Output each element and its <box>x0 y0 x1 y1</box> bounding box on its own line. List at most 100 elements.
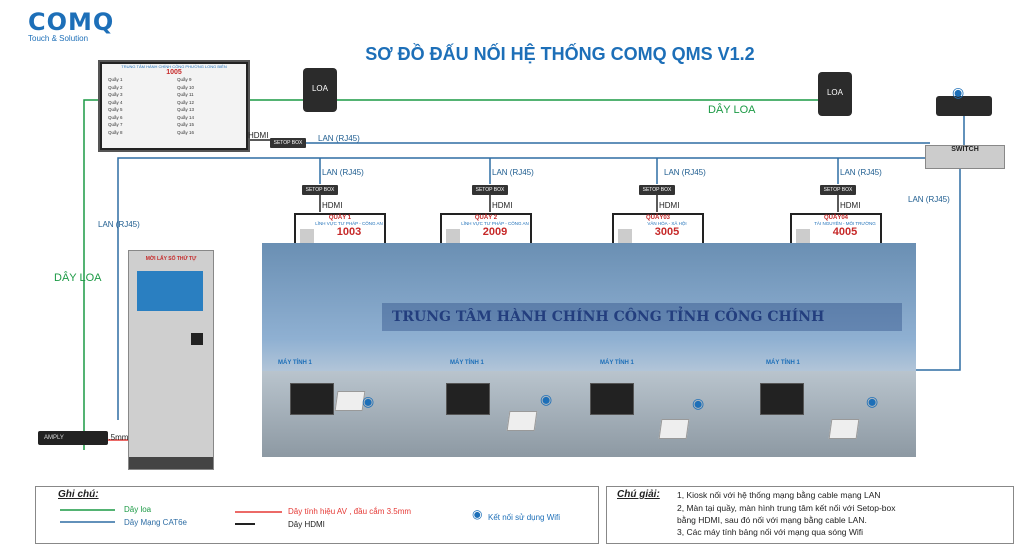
hdmi-label: HDMI <box>659 201 680 210</box>
office-photo: TRUNG TÂM HÀNH CHÍNH CÔNG TỈNH CÔNG CHÍN… <box>262 243 916 457</box>
legend-av-signal: Dây tính hiệu AV , đầu cắm 3.5mm <box>288 507 412 516</box>
lan-label: LAN (RJ45) <box>492 168 534 177</box>
setop-box-main: SETOP BOX <box>270 138 306 148</box>
network-switch: SWITCH <box>925 145 1005 169</box>
legend-cat6e: Dây Mạng CAT6e <box>124 518 187 527</box>
tablet <box>658 419 690 439</box>
setop-box: SETOP BOX <box>639 185 675 195</box>
setop-box: SETOP BOX <box>472 185 508 195</box>
main-display-row: Quầy 15 <box>177 122 195 127</box>
jack-label: 3.5mm <box>104 433 129 442</box>
kiosk-screen <box>137 271 203 311</box>
banner-band <box>382 303 902 331</box>
amplifier-label: AMPLY <box>44 435 64 441</box>
ticket-printer-icon <box>191 333 203 345</box>
main-display-row: Quầy 9 <box>177 77 192 82</box>
setop-box: SETOP BOX <box>820 185 856 195</box>
amplifier: AMPLY <box>38 431 108 445</box>
speaker-wire-label: DÂY LOA <box>708 104 756 116</box>
main-display-row: Quầy 2 <box>108 84 123 90</box>
main-display-row: Quầy 16 <box>177 129 195 135</box>
logo-tagline: Touch & Solution <box>28 34 89 43</box>
speaker-left: LOA <box>303 68 337 112</box>
note-line: 2, Màn tại quầy, màn hình trung tâm kết … <box>677 503 896 513</box>
computer-monitor <box>446 383 490 415</box>
computer-monitor <box>290 383 334 415</box>
computer-label: MÁY TÍNH 1 <box>278 360 312 366</box>
wifi-icon: ◉ <box>866 393 879 409</box>
computer-monitor <box>760 383 804 415</box>
lan-label: LAN (RJ45) <box>98 220 140 229</box>
main-display-row: Quầy 7 <box>108 122 123 127</box>
note-line: 3, Các máy tính bảng nối với mạng qua só… <box>677 527 864 537</box>
lan-label: LAN (RJ45) <box>908 195 950 204</box>
counter-name: QUẦY 2 <box>442 215 530 221</box>
main-display-row: Quầy 8 <box>108 129 123 135</box>
main-display-row: Quầy 11 <box>177 92 194 97</box>
hdmi-label: HDMI <box>248 131 269 140</box>
legend-speaker-wire: Dây loa <box>124 505 152 514</box>
wifi-icon: ◉ <box>540 391 553 407</box>
notes-title: Chú giải: <box>617 489 660 500</box>
computer-monitor <box>590 383 634 415</box>
wifi-icon: ◉ <box>362 393 375 409</box>
setop-box: SETOP BOX <box>302 185 338 195</box>
counter-name: QUẦY03 <box>614 215 702 221</box>
hdmi-label: HDMI <box>840 201 861 210</box>
legend-hdmi-wire: Dây HDMI <box>288 520 325 529</box>
main-display-row: Quầy 12 <box>177 99 195 105</box>
computer-label: MÁY TÍNH 1 <box>600 360 634 366</box>
lan-right <box>900 167 961 371</box>
speaker-label: LOA <box>826 88 843 97</box>
main-display-row: Quầy 1 <box>108 77 123 82</box>
legend-title: Ghi chú: <box>58 489 99 500</box>
tablet <box>334 391 366 411</box>
wifi-icon: ◉ <box>472 507 483 521</box>
main-display: TRUNG TÂM HÀNH CHÍNH CÔNG PHƯỜNG LONG BI… <box>98 60 250 152</box>
lan-label: LAN (RJ45) <box>840 168 882 177</box>
main-display-row: Quầy 5 <box>108 107 123 112</box>
computer-label: MÁY TÍNH 1 <box>766 360 800 366</box>
hdmi-label: HDMI <box>492 201 513 210</box>
logo-brand: COMQ <box>28 8 115 36</box>
legend-wifi: Kết nối sử dụng Wifi <box>488 513 561 522</box>
router-icon <box>936 96 992 116</box>
kiosk-header: MỜI LẤY SỐ THỨ TỰ <box>145 256 197 262</box>
diagram-title: SƠ ĐỒ ĐẤU NỐI HỆ THỐNG COMQ QMS V1.2 <box>365 44 755 64</box>
wifi-icon: ◉ <box>952 84 965 100</box>
ticket-kiosk: MỜI LẤY SỐ THỨ TỰ <box>128 250 214 470</box>
main-display-row: Quầy 6 <box>108 114 123 120</box>
counter-subtitle: LĨNH VỰC TƯ PHÁP - CÔNG AN <box>315 221 383 226</box>
notes-box: Chú giải: 1, Kiosk nối với hệ thống mạng… <box>606 486 1014 544</box>
counter-name: QUẦY 1 <box>296 215 384 221</box>
lan-label: LAN (RJ45) <box>664 168 706 177</box>
main-display-row: Quầy 3 <box>108 92 123 97</box>
counter-number: 4005 <box>832 226 858 238</box>
counter-subtitle: VĂN HÓA - XÃ HỘI <box>647 221 687 226</box>
counter-name: QUẦY04 <box>792 215 880 221</box>
main-display-row: Quầy 13 <box>177 107 195 112</box>
speaker-wire <box>83 99 100 450</box>
lan-trunk-2 <box>117 157 930 420</box>
lan-label: LAN (RJ45) <box>318 134 360 143</box>
main-display-row: Quầy 4 <box>108 99 123 105</box>
wifi-icon: ◉ <box>692 395 705 411</box>
speaker-label: LOA <box>311 84 328 93</box>
office-banner: TRUNG TÂM HÀNH CHÍNH CÔNG TỈNH CÔNG CHÍN… <box>392 309 825 325</box>
tablet <box>828 419 860 439</box>
speaker-wire-label-left: DÂY LOA <box>54 272 102 284</box>
counter-subtitle: LĨNH VỰC TƯ PHÁP - CÔNG AN <box>461 221 529 226</box>
computer-label: MÁY TÍNH 1 <box>450 360 484 366</box>
counter-number: 3005 <box>654 226 680 238</box>
legend-box: Ghi chú: Dây loa Dây Mạng CAT6e Dây tính… <box>35 486 599 544</box>
logo: COMQ Touch & Solution <box>28 10 118 43</box>
hdmi-label: HDMI <box>322 201 343 210</box>
main-display-row: Quầy 10 <box>177 84 195 90</box>
note-line: bằng HDMI, sau đó nối với mạng bằng cabl… <box>677 515 867 525</box>
switch-label: SWITCH <box>951 146 979 153</box>
note-line: 1, Kiosk nối với hệ thống mạng bằng cabl… <box>677 490 881 500</box>
tablet <box>506 411 538 431</box>
main-display-row: Quầy 14 <box>177 114 195 120</box>
desk-area <box>262 371 916 457</box>
